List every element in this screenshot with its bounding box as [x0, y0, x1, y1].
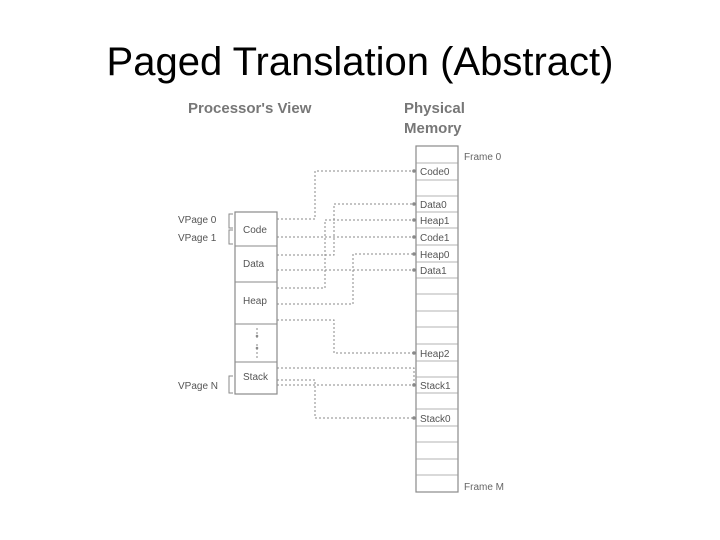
- frame-code1: Code1: [420, 233, 450, 244]
- frame-stack1: Stack1: [420, 381, 451, 392]
- arrow-stack-to-stack1: [277, 367, 415, 385]
- arrow-stack-to-stack0: [277, 379, 414, 419]
- processor-view-heading: Processor's View: [188, 100, 312, 117]
- frame-heap2: Heap2: [420, 349, 450, 360]
- arrow-heap-to-heap2: [277, 319, 414, 354]
- physical-memory-heading-line2: Memory: [404, 120, 462, 137]
- frame-m-label: Frame M: [464, 482, 504, 493]
- virtual-address-space: Code Data Heap Stack: [234, 211, 278, 395]
- arrow-data-to-data0: [277, 203, 414, 256]
- frame-heap1: Heap1: [420, 216, 450, 227]
- vpage-brackets: [228, 213, 233, 394]
- vpage-1-label: VPage 1: [178, 233, 217, 244]
- frame-data1: Data1: [420, 266, 447, 277]
- arrow-code-to-code0: [277, 170, 414, 220]
- frame-data0: Data0: [420, 200, 447, 211]
- mapping-arrows: [277, 170, 415, 419]
- physical-memory-column: Code0 Data0 Heap1 Code1 Heap0 Data1 Heap…: [415, 145, 459, 493]
- arrow-heads: [412, 169, 416, 420]
- slide-title: Paged Translation (Abstract): [106, 40, 614, 84]
- segment-stack: Stack: [243, 372, 269, 383]
- segment-code: Code: [243, 225, 267, 236]
- physical-memory-heading-line1: Physical: [404, 100, 465, 117]
- frame-stack0: Stack0: [420, 414, 451, 425]
- vpage-n-label: VPage N: [178, 381, 218, 392]
- segment-data: Data: [243, 259, 265, 270]
- frame-heap0: Heap0: [420, 250, 450, 261]
- arrow-heap-to-heap1: [277, 219, 414, 289]
- frame-code0: Code0: [420, 167, 450, 178]
- vpage-0-label: VPage 0: [178, 215, 217, 226]
- segment-heap: Heap: [243, 296, 267, 307]
- arrow-heap-to-heap0: [277, 253, 414, 305]
- frame-0-label: Frame 0: [464, 152, 502, 163]
